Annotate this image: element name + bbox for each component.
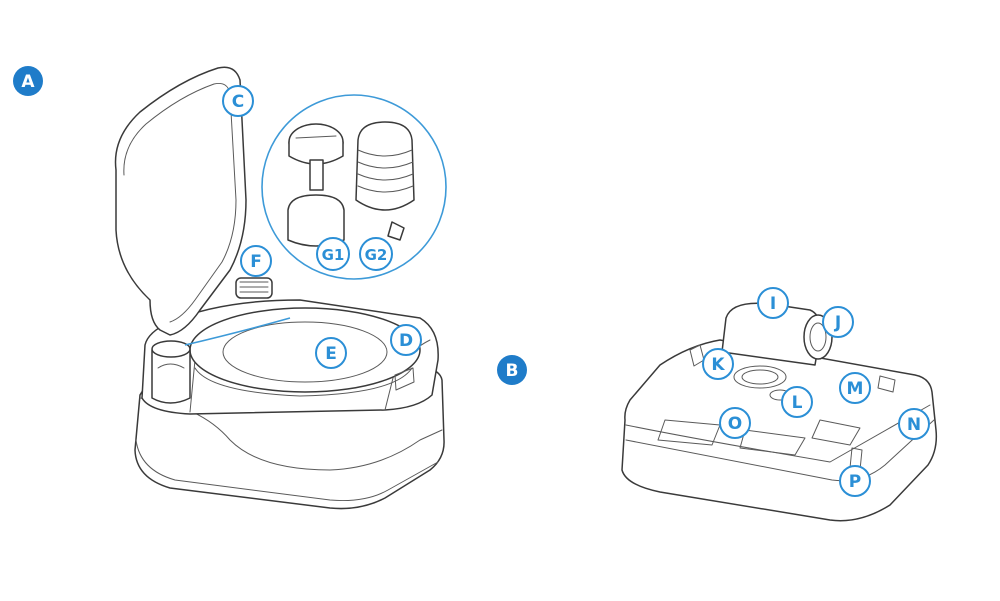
callout-f: F <box>240 245 272 277</box>
callout-g2: G2 <box>359 237 393 271</box>
callout-o: O <box>719 407 751 439</box>
callout-i: I <box>757 287 789 319</box>
svg-text:I: I <box>770 294 776 314</box>
svg-text:O: O <box>728 414 742 434</box>
svg-text:P: P <box>849 472 861 492</box>
svg-text:A: A <box>21 72 35 92</box>
svg-text:E: E <box>325 344 337 364</box>
callout-d: D <box>390 324 422 356</box>
level-indicator-knob <box>151 340 191 404</box>
svg-text:K: K <box>711 355 725 375</box>
callout-k: K <box>702 348 734 380</box>
svg-text:D: D <box>399 331 413 351</box>
svg-text:J: J <box>834 313 841 333</box>
section-marker-a: A <box>13 66 43 96</box>
svg-text:G2: G2 <box>365 246 388 264</box>
callout-g1: G1 <box>316 237 350 271</box>
callout-p: P <box>839 465 871 497</box>
callout-n: N <box>898 408 930 440</box>
figure-a-toilet <box>114 66 447 510</box>
callout-m: M <box>839 372 871 404</box>
bellows-pump <box>235 277 273 299</box>
section-marker-b: B <box>497 355 527 385</box>
figure-b-tank <box>621 302 938 522</box>
svg-text:L: L <box>792 393 803 413</box>
svg-text:F: F <box>250 252 262 272</box>
zoom-detail <box>184 94 447 346</box>
callout-e: E <box>315 337 347 369</box>
callout-l: L <box>781 386 813 418</box>
svg-text:C: C <box>232 92 244 112</box>
svg-text:N: N <box>907 415 921 435</box>
callout-c: C <box>222 85 254 117</box>
tank-body <box>621 339 938 522</box>
svg-text:G1: G1 <box>322 246 345 264</box>
svg-text:M: M <box>847 379 864 399</box>
svg-text:B: B <box>506 361 519 381</box>
lid <box>114 66 247 336</box>
callout-j: J <box>822 306 854 338</box>
